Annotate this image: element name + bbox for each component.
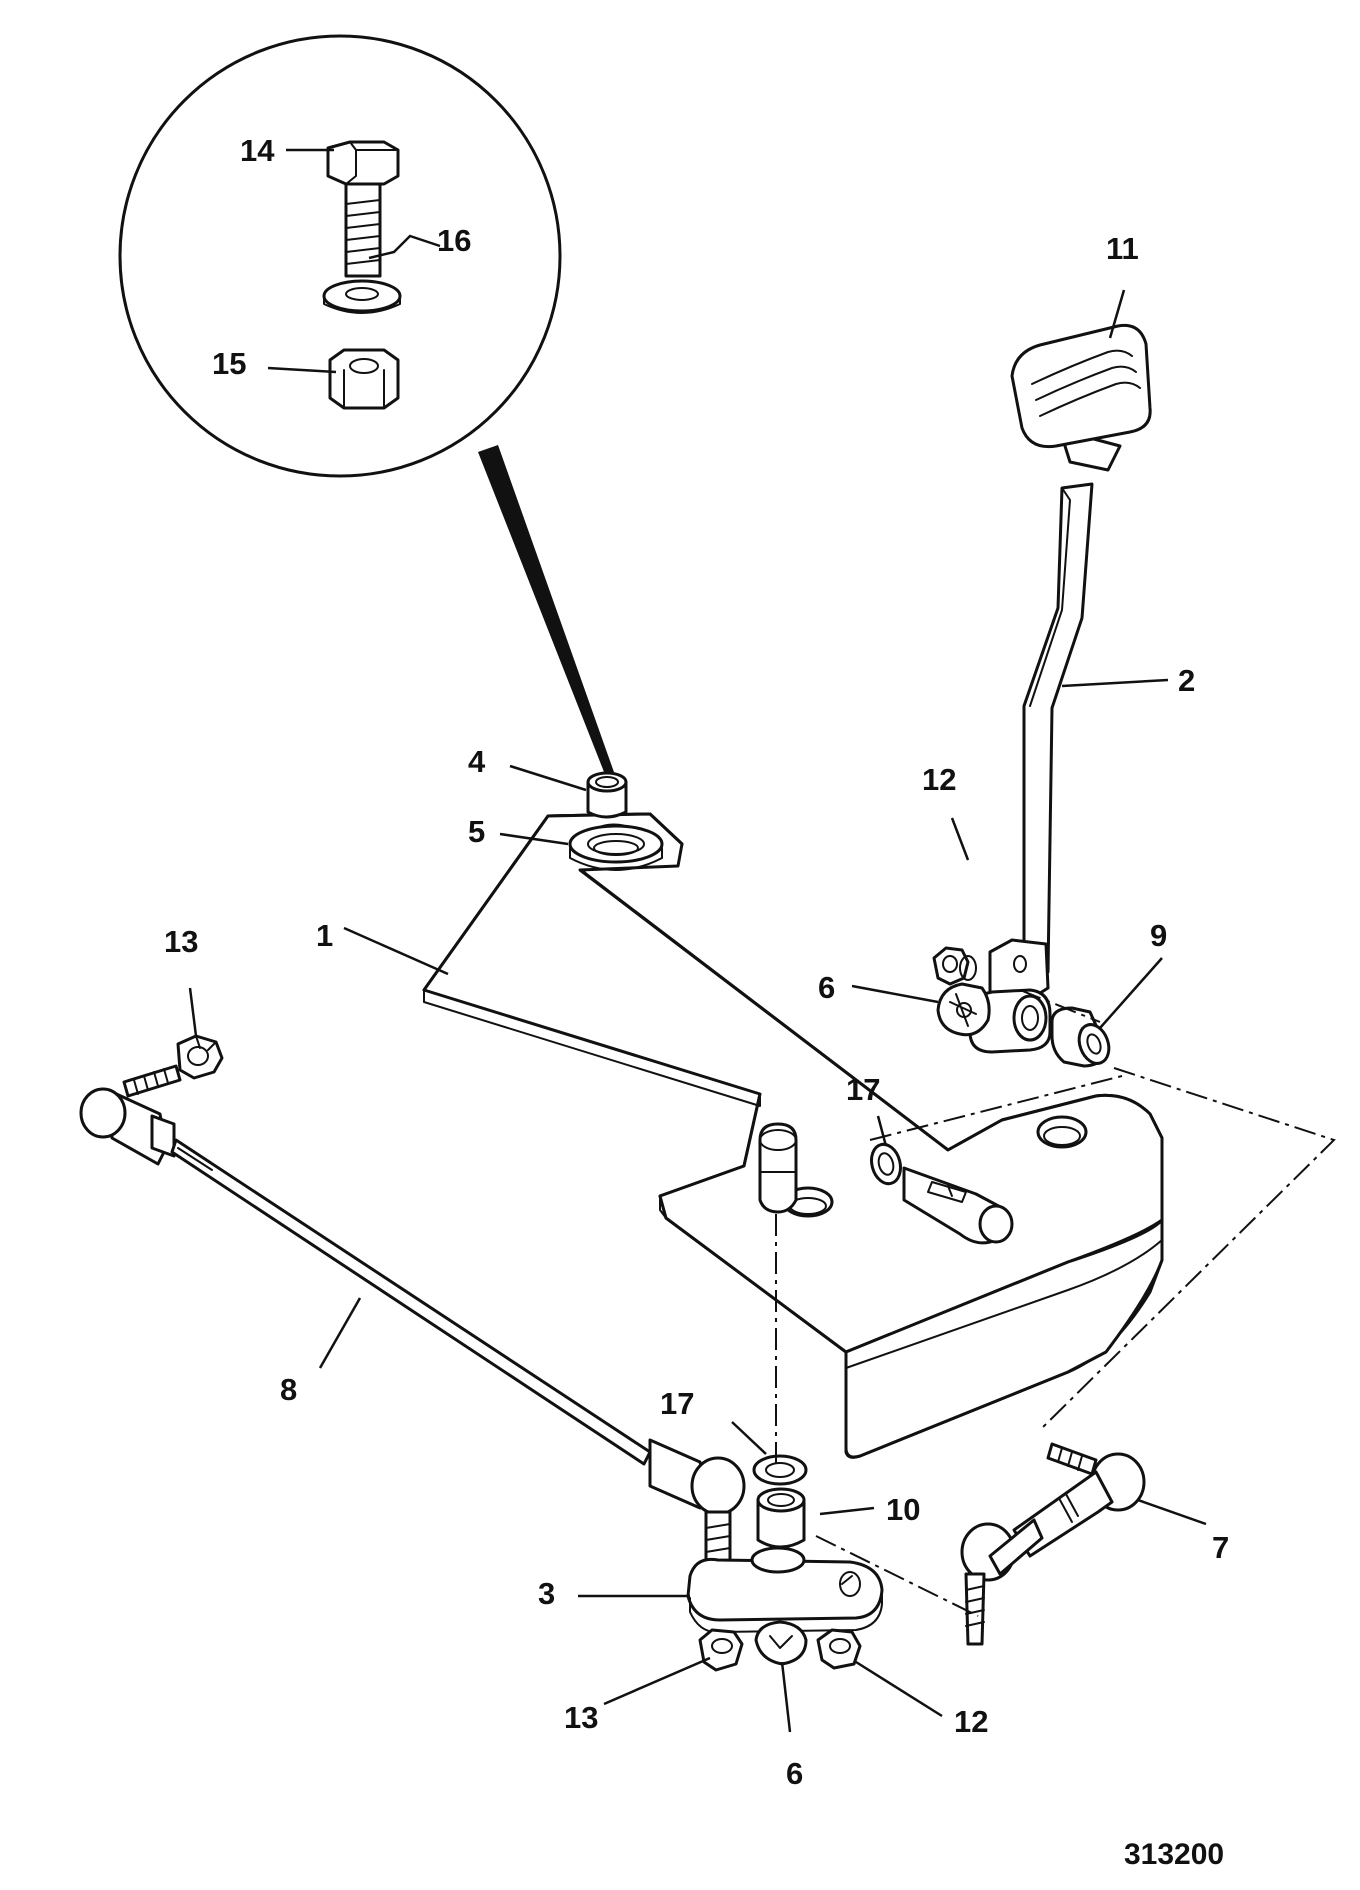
callout-labels: 14 16 15 11 2 4 5 1 12 6 9 17 13 8 17 10… <box>164 133 1229 1791</box>
nut-15 <box>328 348 400 410</box>
collar-10 <box>756 1487 806 1549</box>
callout-12-upper: 12 <box>922 762 956 797</box>
detail-magnifier <box>118 34 615 777</box>
pedal-lever-2 <box>968 482 1094 1054</box>
nut-12-lower <box>816 1628 862 1670</box>
callout-1: 1 <box>316 918 333 953</box>
lever-plate-3 <box>686 1546 884 1634</box>
leader-lines <box>188 148 1207 1733</box>
main-bracket-1 <box>422 812 1164 1459</box>
grommet-5 <box>568 824 664 871</box>
callout-16: 16 <box>437 223 471 258</box>
callout-14: 14 <box>240 133 275 168</box>
callout-3: 3 <box>538 1576 555 1611</box>
clip-17-lower <box>752 1454 808 1486</box>
nut-13-lower <box>698 1628 744 1672</box>
callout-13-lower: 13 <box>564 1700 598 1735</box>
nut-13-upper <box>176 1034 224 1080</box>
callout-7: 7 <box>1212 1530 1229 1565</box>
callout-10: 10 <box>886 1492 920 1527</box>
washer-16 <box>322 279 402 314</box>
callout-17-upper: 17 <box>846 1072 880 1107</box>
clip-17-upper <box>870 1142 902 1186</box>
callout-15: 15 <box>212 346 246 381</box>
link-rod-8 <box>79 1064 746 1586</box>
callout-6-lower: 6 <box>786 1756 803 1791</box>
callout-9: 9 <box>1150 918 1167 953</box>
callout-13-upper: 13 <box>164 924 198 959</box>
bushing-4 <box>586 771 628 819</box>
pedal-pad-11 <box>1010 323 1152 472</box>
callout-5: 5 <box>468 814 485 849</box>
callout-6-upper: 6 <box>818 970 835 1005</box>
callout-4: 4 <box>468 744 486 779</box>
center-lines <box>775 989 1336 1617</box>
document-number: 313200 <box>1124 1838 1224 1871</box>
ball-joint-7 <box>960 1442 1146 1646</box>
clip-6-upper <box>936 982 991 1037</box>
callout-2: 2 <box>1178 663 1195 698</box>
callout-11: 11 <box>1106 231 1139 266</box>
callout-12-lower: 12 <box>954 1704 988 1739</box>
callout-8: 8 <box>280 1372 297 1407</box>
clip-6-lower <box>754 1620 808 1666</box>
bolt-14 <box>326 140 400 278</box>
bushing-9 <box>1050 1006 1111 1068</box>
nut-12-upper <box>932 946 977 986</box>
callout-17-lower: 17 <box>660 1386 694 1421</box>
